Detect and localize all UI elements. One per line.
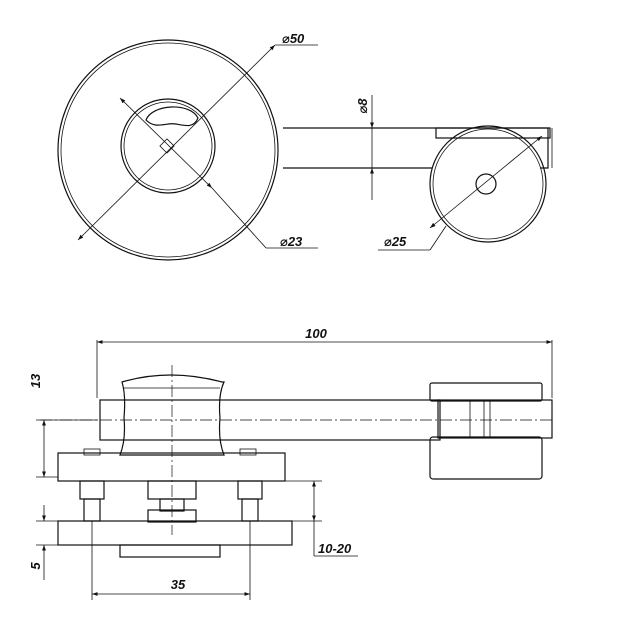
upper-plate [57,452,286,482]
dim-inner-diameter: ⌀23 [280,234,303,249]
roller-edge [432,128,544,240]
dim-glass-range: 10-20 [318,541,352,556]
outer-disc-inner-edge [60,42,276,258]
side-view: 100 13 5 10-20 35 [28,326,555,600]
lower-pad [119,544,221,558]
center-stud-shank [159,498,185,512]
dim-plate-thickness: 5 [28,562,43,570]
top-view: ⌀50 ⌀23 ⌀8 ⌀25 [57,31,553,261]
roller-bracket [437,399,553,439]
bolt-left-shank [83,498,101,522]
roller-wheel-side [429,436,543,480]
knob [119,374,225,456]
bolt-right [237,480,263,500]
crescent-cutout [145,106,199,127]
roller-top-cap [429,382,543,402]
dim-overall-length: 100 [305,326,327,341]
center-square [159,138,175,154]
bolt-right-shank [241,498,259,522]
bolt-left [79,480,105,500]
dim-rod-diameter: ⌀8 [355,98,370,114]
roller [429,125,547,243]
outer-disc [57,39,279,261]
dim-outer-diameter: ⌀50 [282,31,305,46]
roller-axle [475,173,497,195]
center-stud-nut [147,509,197,523]
dim-roller-diameter: ⌀25 [384,234,407,249]
lower-plate [57,520,293,546]
rod-top [283,127,438,169]
dim-bolt-spacing: 35 [171,577,186,592]
end-cap [438,127,549,169]
dim-knob-height: 13 [28,373,43,388]
